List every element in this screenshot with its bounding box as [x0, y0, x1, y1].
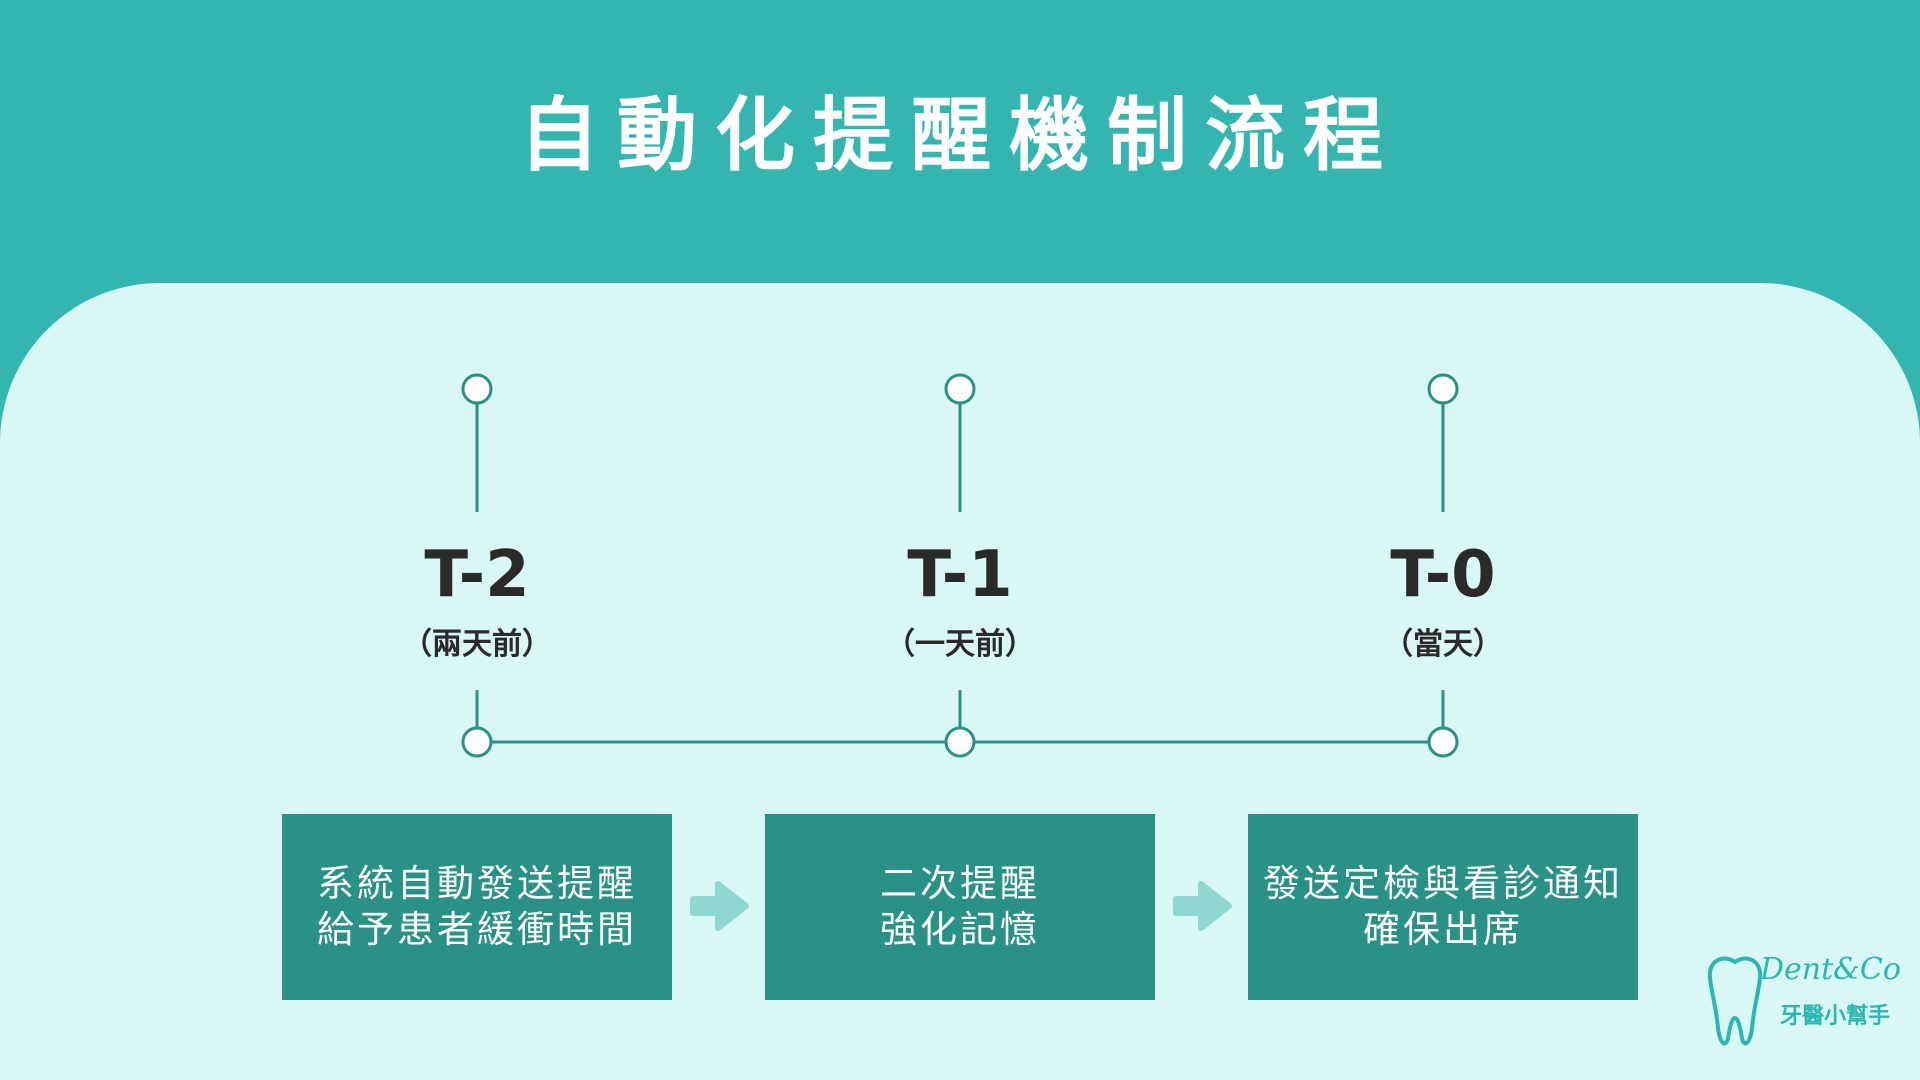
timeline-node-bottom-1: [461, 726, 493, 758]
timeline-label-1: T-2: [424, 538, 530, 612]
step-3-line-2: 確保出席: [1363, 908, 1523, 951]
timeline-node-top-2: [944, 373, 976, 405]
header-banner: 自動化提醒機制流程: [0, 0, 1920, 290]
page-title: 自動化提醒機制流程: [519, 89, 1401, 182]
step-box-2: 二次提醒 強化記憶: [765, 814, 1155, 1000]
step-1-line-1: 系統自動發送提醒: [317, 862, 637, 905]
step-3-line-1: 發送定檢與看診通知: [1263, 862, 1623, 905]
arrow-right-icon: [690, 881, 749, 931]
timeline-node-top-3: [1427, 373, 1459, 405]
step-2-line-1: 二次提醒: [880, 862, 1040, 905]
step-box-1: 系統自動發送提醒 給予患者緩衝時間: [282, 814, 672, 1000]
logo-text: 牙醫小幫手: [1780, 1004, 1891, 1029]
timeline-node-top-1: [461, 373, 493, 405]
tooth-icon: [1707, 956, 1763, 1046]
logo-script: Dent&Co: [1760, 952, 1901, 987]
timeline-sublabel-1: （兩天前）: [402, 627, 552, 662]
brand-logo: Dent&Co 牙醫小幫手: [1700, 948, 1901, 1058]
timeline-node-bottom-3: [1427, 726, 1459, 758]
timeline-node-bottom-2: [944, 726, 976, 758]
step-2-line-2: 強化記憶: [880, 908, 1040, 951]
timeline-label-2: T-1: [907, 538, 1013, 612]
timeline-sublabel-2: （一天前）: [885, 627, 1035, 662]
timeline-label-3: T-0: [1390, 538, 1496, 612]
timeline-sublabel-3: （當天）: [1383, 627, 1503, 662]
arrow-right-icon: [1173, 881, 1232, 931]
step-box-3: 發送定檢與看診通知 確保出席: [1248, 814, 1638, 1000]
step-1-line-2: 給予患者緩衝時間: [317, 908, 637, 951]
